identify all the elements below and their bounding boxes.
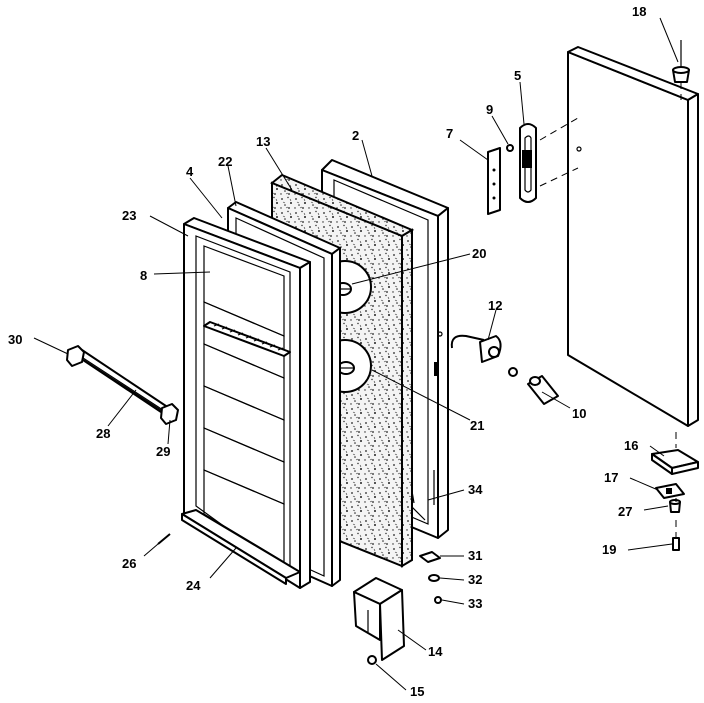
part-15-screw bbox=[367, 655, 377, 665]
callout-14: 14 bbox=[428, 644, 443, 659]
part-33-screw bbox=[434, 596, 442, 604]
callout-21: 21 bbox=[470, 418, 484, 433]
callout-8: 8 bbox=[140, 268, 147, 283]
callout-10: 10 bbox=[572, 406, 586, 421]
callout-26: 26 bbox=[122, 556, 136, 571]
part-14-cover bbox=[353, 577, 405, 661]
part-26-screw bbox=[157, 533, 171, 545]
callout-28: 28 bbox=[96, 426, 110, 441]
part-19-pin bbox=[672, 520, 680, 551]
callout-29: 29 bbox=[156, 444, 170, 459]
part-30-clip bbox=[66, 345, 85, 367]
callout-27: 27 bbox=[618, 504, 632, 519]
callout-4: 4 bbox=[186, 164, 194, 179]
part-24-bottom-bar bbox=[181, 509, 301, 585]
part-5-handle bbox=[519, 117, 579, 203]
part-29-clip bbox=[160, 403, 179, 425]
callout-19: 19 bbox=[602, 542, 616, 557]
leader-lines bbox=[33, 17, 679, 691]
callout-13: 13 bbox=[256, 134, 270, 149]
callout-33: 33 bbox=[468, 596, 482, 611]
callout-32: 32 bbox=[468, 572, 482, 587]
part-12-latch bbox=[450, 334, 502, 363]
callout-23: 23 bbox=[122, 208, 136, 223]
part-10-bumper bbox=[508, 367, 559, 405]
part-31-bracket bbox=[419, 551, 441, 563]
callout-24: 24 bbox=[186, 578, 201, 593]
part-16-hinge bbox=[651, 432, 699, 475]
part-18-top-cap bbox=[672, 40, 690, 100]
part-23-inner-liner bbox=[183, 217, 311, 589]
callout-12: 12 bbox=[488, 298, 502, 313]
callout-20: 20 bbox=[472, 246, 486, 261]
callout-17: 17 bbox=[604, 470, 618, 485]
callout-16: 16 bbox=[624, 438, 638, 453]
callout-22: 22 bbox=[218, 154, 232, 169]
callout-labels: 2 4 5 7 8 9 10 12 13 14 15 16 17 18 19 2… bbox=[8, 4, 646, 699]
shelf-grille bbox=[203, 321, 291, 357]
part-7-bracket bbox=[487, 147, 501, 215]
part-9-screw bbox=[506, 144, 514, 152]
callout-15: 15 bbox=[410, 684, 424, 699]
callout-34: 34 bbox=[468, 482, 483, 497]
callout-5: 5 bbox=[514, 68, 521, 83]
part-17-bracket bbox=[655, 483, 685, 499]
part-27-bushing bbox=[669, 498, 681, 513]
callout-31: 31 bbox=[468, 548, 482, 563]
outer-door-panel bbox=[567, 46, 699, 427]
part-32-washer bbox=[428, 574, 440, 582]
callout-7: 7 bbox=[446, 126, 453, 141]
callout-9: 9 bbox=[486, 102, 493, 117]
callout-30: 30 bbox=[8, 332, 22, 347]
callout-2: 2 bbox=[352, 128, 359, 143]
callout-18: 18 bbox=[632, 4, 646, 19]
